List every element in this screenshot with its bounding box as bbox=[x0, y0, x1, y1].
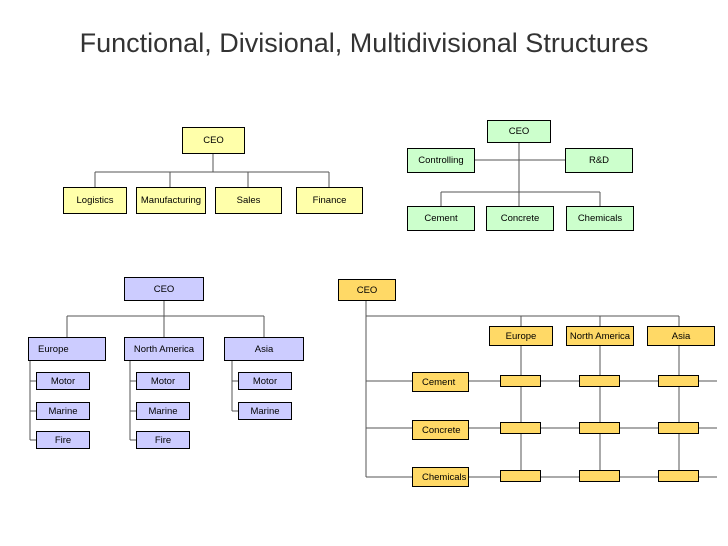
divisional-ceo-box: CEO bbox=[487, 120, 551, 143]
functional-ceo-box: CEO bbox=[182, 127, 245, 154]
slide-title: Functional, Divisional, Multidivisional … bbox=[79, 28, 649, 58]
functional-dept-finance: Finance bbox=[296, 187, 363, 214]
region-asia-box: Asia bbox=[224, 337, 304, 361]
matrix-cell bbox=[579, 422, 620, 434]
functional-dept-logistics: Logistics bbox=[63, 187, 127, 214]
divisional-division-cement: Cement bbox=[407, 206, 475, 231]
functional-connectors bbox=[94, 154, 330, 187]
matrix-cell bbox=[500, 422, 541, 434]
matrix-cell bbox=[579, 375, 620, 387]
matrix-cell bbox=[500, 470, 541, 482]
divisional-staff-controlling: Controlling bbox=[407, 148, 475, 173]
north-america-unit-motor: Motor bbox=[136, 372, 190, 390]
regional-ceo-box: CEO bbox=[124, 277, 204, 301]
region-north-america-box: North America bbox=[124, 337, 204, 361]
region-europe-box: Europe bbox=[28, 337, 106, 361]
divisional-staff-rnd: R&D bbox=[565, 148, 633, 173]
divisional-division-concrete: Concrete bbox=[486, 206, 554, 231]
matrix-ceo-box: CEO bbox=[338, 279, 396, 301]
matrix-cell bbox=[658, 470, 699, 482]
matrix-region-asia: Asia bbox=[647, 326, 715, 346]
north-america-unit-fire: Fire bbox=[136, 431, 190, 449]
matrix-region-europe: Europe bbox=[489, 326, 553, 346]
matrix-product-concrete: Concrete bbox=[412, 420, 469, 440]
matrix-region-north-america: North America bbox=[566, 326, 634, 346]
matrix-product-chemicals: Chemicals bbox=[412, 467, 469, 487]
functional-dept-sales: Sales bbox=[215, 187, 282, 214]
europe-unit-fire: Fire bbox=[36, 431, 90, 449]
divisional-division-chemicals: Chemicals bbox=[566, 206, 634, 231]
regional-connectors bbox=[29, 301, 265, 441]
matrix-product-cement: Cement bbox=[412, 372, 469, 392]
functional-dept-manufacturing: Manufacturing bbox=[136, 187, 206, 214]
north-america-unit-marine: Marine bbox=[136, 402, 190, 420]
europe-unit-marine: Marine bbox=[36, 402, 90, 420]
europe-unit-motor: Motor bbox=[36, 372, 90, 390]
asia-unit-marine: Marine bbox=[238, 402, 292, 420]
asia-unit-motor: Motor bbox=[238, 372, 292, 390]
divisional-connectors bbox=[440, 143, 601, 206]
matrix-cell bbox=[658, 375, 699, 387]
matrix-cell bbox=[500, 375, 541, 387]
matrix-cell bbox=[579, 470, 620, 482]
matrix-cell bbox=[658, 422, 699, 434]
